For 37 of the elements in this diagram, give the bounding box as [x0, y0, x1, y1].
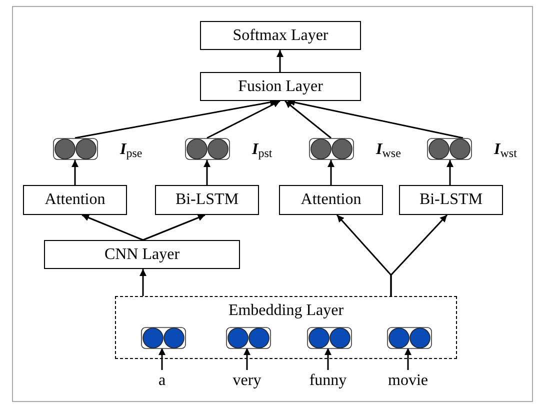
- vector-label: I$_{pst}$: [252, 142, 272, 158]
- input-word: a: [137, 370, 187, 392]
- arrow: [142, 214, 206, 241]
- layer-box: CNN Layer: [44, 240, 240, 269]
- arrow: [328, 160, 334, 185]
- embedding-group: [115, 296, 457, 359]
- vector-cells: [307, 327, 352, 349]
- arrow: [390, 214, 448, 296]
- vector-label: I$_{wse}$: [376, 142, 401, 158]
- arrow: [244, 348, 250, 370]
- layer-box: Fusion Layer: [200, 72, 361, 101]
- input-word: movie: [383, 370, 433, 392]
- arrow: [284, 100, 332, 139]
- arrow: [206, 100, 280, 139]
- arrow: [324, 348, 332, 370]
- arrow: [204, 160, 210, 185]
- arrow: [72, 160, 78, 185]
- arrow: [158, 348, 166, 370]
- vector-cells: [226, 327, 271, 349]
- layer-box: Bi-LSTM: [155, 185, 259, 215]
- vector-label: I$_{wst}$: [494, 142, 517, 158]
- arrow: [404, 348, 412, 370]
- layer-box: Softmax Layer: [200, 21, 361, 50]
- layer-box: Bi-LSTM: [399, 185, 503, 215]
- vector-label: I$_{pse}$: [120, 142, 142, 158]
- vector-cells: [387, 327, 432, 349]
- arrow: [82, 214, 144, 241]
- group-title: Embedding Layer: [227, 301, 345, 321]
- arrow: [276, 50, 284, 72]
- arrow: [446, 160, 454, 185]
- layer-box: Attention: [23, 185, 127, 215]
- arrow: [140, 269, 146, 296]
- input-word: funny: [303, 370, 353, 392]
- input-word: very: [222, 370, 272, 392]
- arrow: [288, 99, 464, 139]
- layer-box: Attention: [279, 185, 383, 215]
- vector-cells: [141, 327, 186, 349]
